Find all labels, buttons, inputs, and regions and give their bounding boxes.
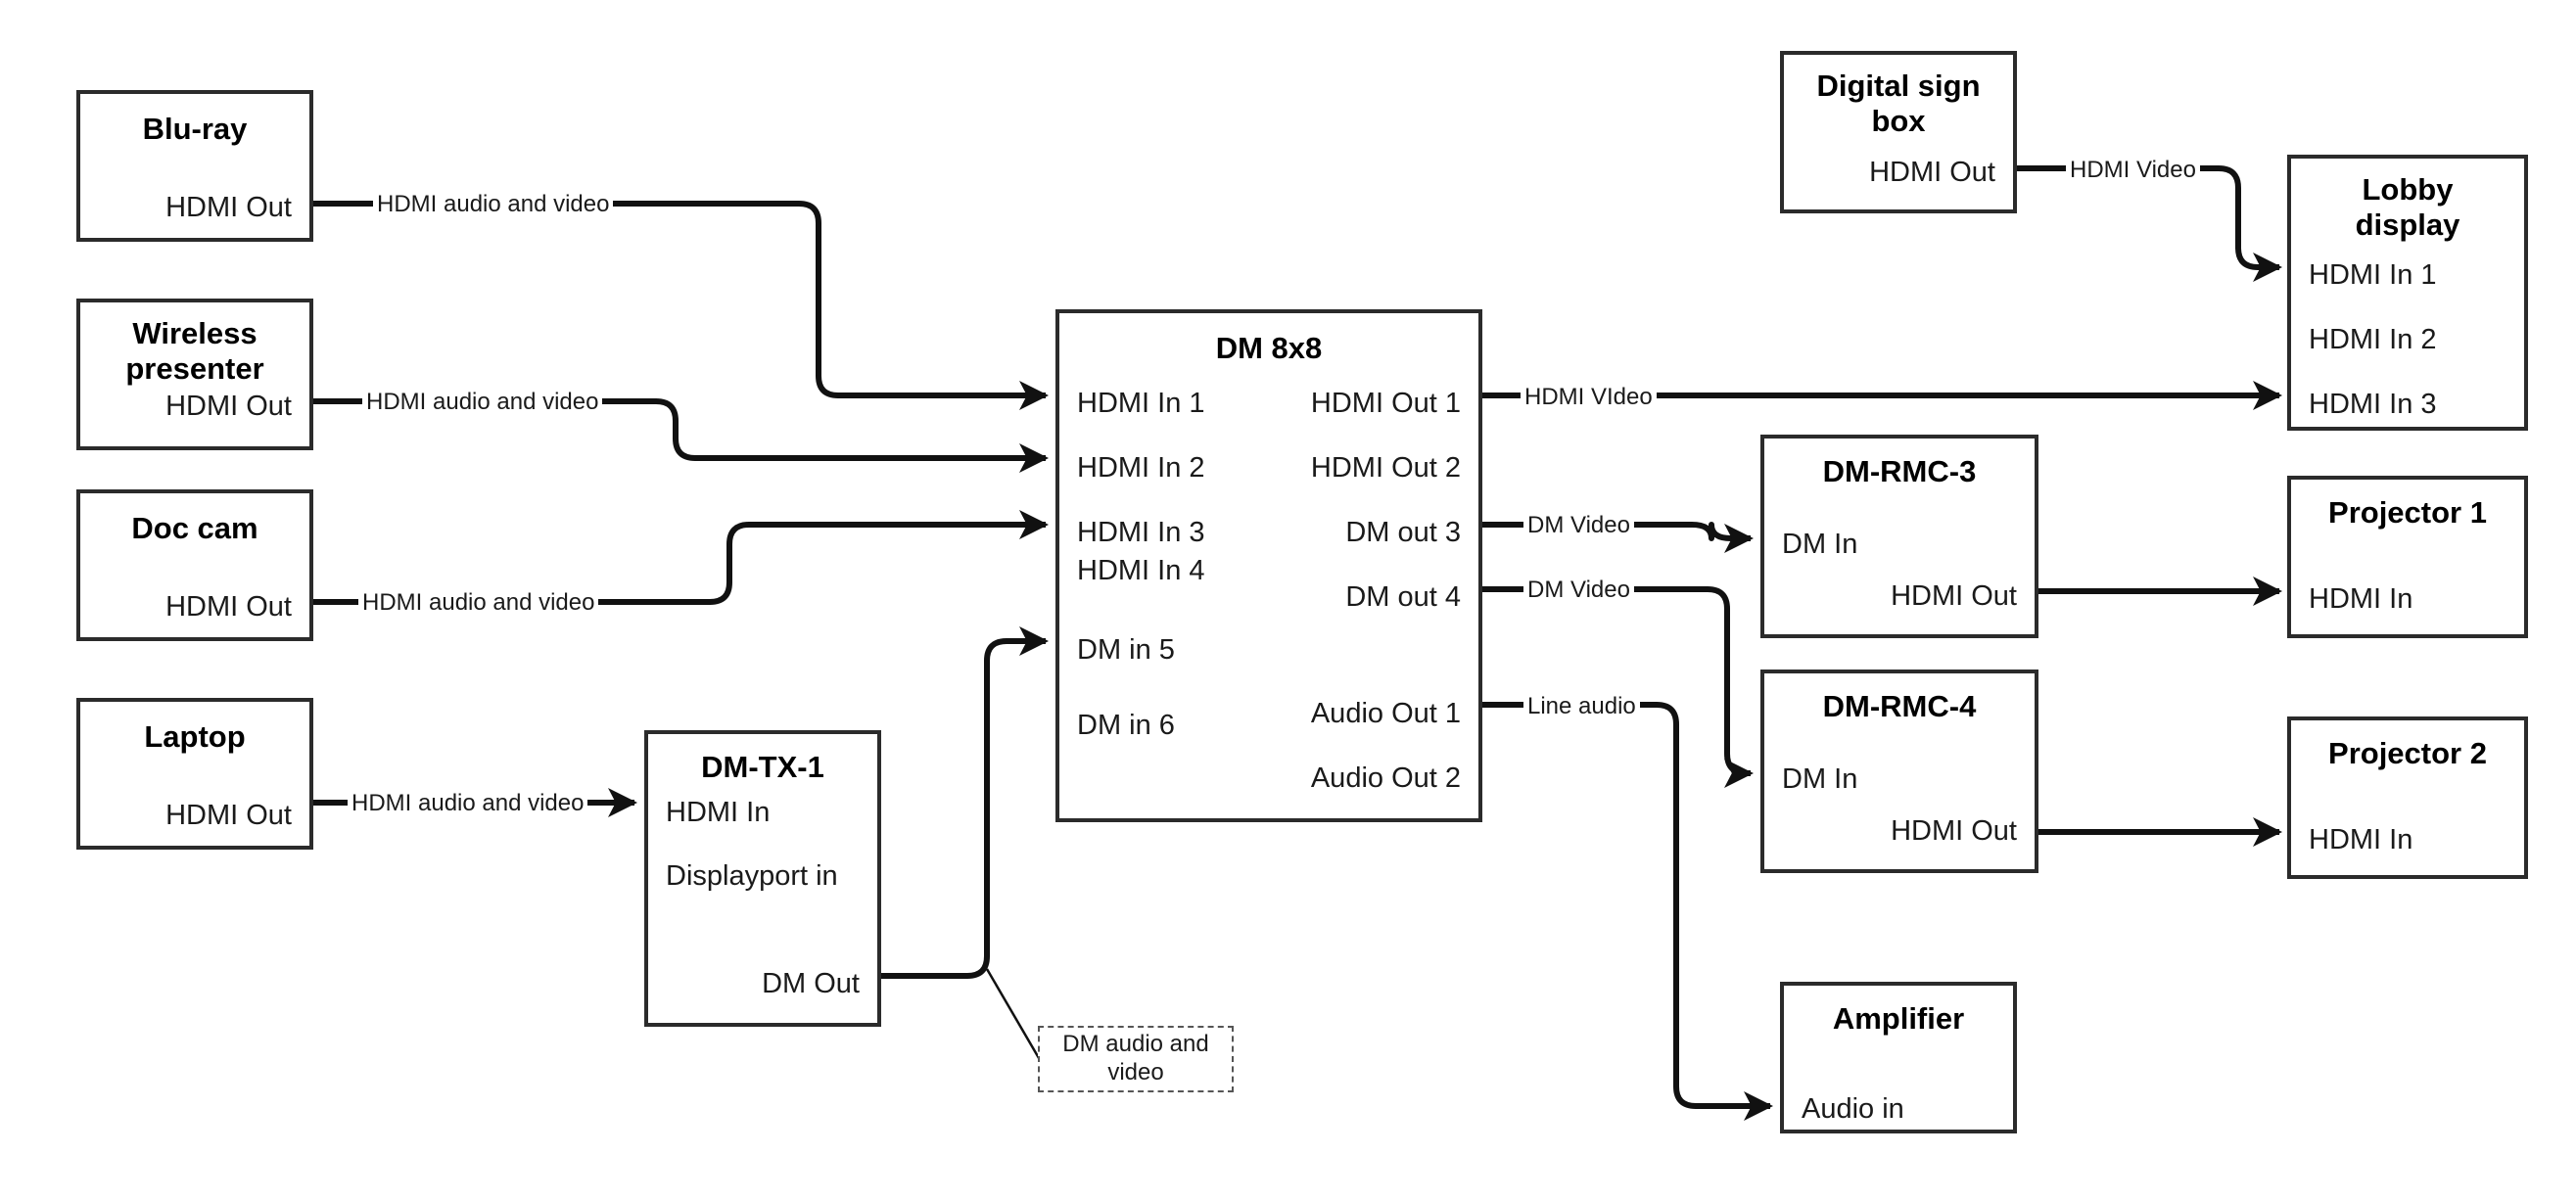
node-dm-8x8-title: DM 8x8 — [1215, 331, 1323, 365]
port-dm8x8-hdmi-in-1[interactable]: HDMI In 1 — [1077, 388, 1205, 419]
port-doccam-hdmi-out[interactable]: HDMI Out — [165, 591, 292, 623]
node-doc-cam[interactable]: Doc cam HDMI Out — [76, 489, 313, 641]
node-amplifier[interactable]: Amplifier Audio in — [1780, 982, 2017, 1133]
port-lobby-hdmi-in-3[interactable]: HDMI In 3 — [2309, 389, 2437, 420]
port-digitalsign-hdmi-out[interactable]: HDMI Out — [1869, 157, 1995, 188]
node-wireless-presenter-title: Wireless presenter — [125, 316, 264, 387]
node-wireless-presenter[interactable]: Wireless presenter HDMI Out — [76, 299, 313, 450]
wire-dm-out4-to-rmc4 — [1480, 586, 1754, 788]
port-bluray-hdmi-out[interactable]: HDMI Out — [165, 192, 292, 223]
leader-line-dm-note — [985, 968, 1048, 1071]
edge-label-wireless-to-dm: HDMI audio and video — [362, 391, 603, 414]
wire-dm-audio1-to-amplifier — [1480, 702, 1773, 1121]
wire-dmtx1-to-dm-in5 — [881, 626, 1049, 979]
node-amplifier-title: Amplifier — [1832, 1001, 1965, 1036]
annotation-dm-audio-and-video: DM audio and video — [1038, 1026, 1234, 1092]
port-dm8x8-hdmi-out-2[interactable]: HDMI Out 2 — [1310, 452, 1461, 484]
node-projector-1-title: Projector 1 — [2328, 495, 2487, 530]
edge-label-dm-out3-to-rmc3: DM Video — [1523, 514, 1634, 537]
node-projector-2[interactable]: Projector 2 HDMI In — [2287, 716, 2528, 879]
port-rmc4-hdmi-out[interactable]: HDMI Out — [1891, 815, 2017, 847]
edge-label-laptop-to-dmtx1: HDMI audio and video — [348, 792, 588, 815]
port-dm8x8-dm-in-5[interactable]: DM in 5 — [1077, 634, 1175, 666]
node-laptop-title: Laptop — [144, 719, 246, 754]
port-lobby-hdmi-in-2[interactable]: HDMI In 2 — [2309, 324, 2437, 355]
node-doc-cam-title: Doc cam — [131, 511, 258, 545]
node-digital-sign-box-title: Digital sign box — [1816, 69, 1981, 139]
node-projector-2-title: Projector 2 — [2328, 736, 2487, 770]
port-dm8x8-dm-out-3[interactable]: DM out 3 — [1345, 517, 1461, 548]
edge-label-sign-to-lobby: HDMI Video — [2066, 159, 2200, 182]
port-dm8x8-dm-in-6[interactable]: DM in 6 — [1077, 710, 1175, 741]
node-laptop[interactable]: Laptop HDMI Out — [76, 698, 313, 850]
port-dm8x8-dm-out-4[interactable]: DM out 4 — [1345, 581, 1461, 613]
port-dm8x8-hdmi-in-2[interactable]: HDMI In 2 — [1077, 452, 1205, 484]
port-dm8x8-hdmi-in-3[interactable]: HDMI In 3 — [1077, 517, 1205, 548]
node-dm-rmc-4-title: DM-RMC-4 — [1822, 689, 1977, 723]
port-dmtx1-displayport-in[interactable]: Displayport in — [666, 860, 838, 892]
node-dm-tx-1-title: DM-TX-1 — [701, 750, 824, 784]
port-dmtx1-hdmi-in[interactable]: HDMI In — [666, 797, 771, 828]
node-dm-tx-1[interactable]: DM-TX-1 HDMI In Displayport in DM Out — [644, 730, 881, 1027]
port-rmc4-dm-in[interactable]: DM In — [1782, 763, 1858, 795]
port-projector1-hdmi-in[interactable]: HDMI In — [2309, 583, 2413, 615]
edge-label-dm-out1-to-lobby: HDMI VIdeo — [1521, 386, 1657, 409]
node-lobby-display[interactable]: Lobby display HDMI In 1 HDMI In 2 HDMI I… — [2287, 155, 2528, 431]
port-wireless-hdmi-out[interactable]: HDMI Out — [165, 391, 292, 422]
node-dm-rmc-3[interactable]: DM-RMC-3 DM In HDMI Out — [1760, 435, 2038, 638]
port-dmtx1-dm-out[interactable]: DM Out — [762, 968, 860, 999]
port-dm8x8-audio-out-2[interactable]: Audio Out 2 — [1310, 762, 1461, 794]
node-bluray[interactable]: Blu-ray HDMI Out — [76, 90, 313, 242]
node-bluray-title: Blu-ray — [142, 112, 248, 146]
node-dm-rmc-3-title: DM-RMC-3 — [1822, 454, 1977, 488]
port-dm8x8-hdmi-in-4[interactable]: HDMI In 4 — [1077, 555, 1205, 586]
edge-label-doccam-to-dm: HDMI audio and video — [358, 591, 599, 615]
wire-sign-to-lobby-in1 — [2017, 165, 2282, 282]
node-lobby-display-title: Lobby display — [2355, 172, 2460, 243]
node-dm-rmc-4[interactable]: DM-RMC-4 DM In HDMI Out — [1760, 670, 2038, 873]
node-digital-sign-box[interactable]: Digital sign box HDMI Out — [1780, 51, 2017, 213]
edge-label-bluray-to-dm: HDMI audio and video — [373, 193, 614, 216]
port-laptop-hdmi-out[interactable]: HDMI Out — [165, 800, 292, 831]
port-lobby-hdmi-in-1[interactable]: HDMI In 1 — [2309, 259, 2437, 291]
port-projector2-hdmi-in[interactable]: HDMI In — [2309, 824, 2413, 855]
port-rmc3-hdmi-out[interactable]: HDMI Out — [1891, 580, 2017, 612]
edge-label-dm-audio1-to-amp: Line audio — [1523, 695, 1640, 718]
port-amplifier-audio-in[interactable]: Audio in — [1802, 1093, 1904, 1125]
node-projector-1[interactable]: Projector 1 HDMI In — [2287, 476, 2528, 638]
wire-bluray-to-dm-in1 — [313, 201, 1049, 410]
port-dm8x8-audio-out-1[interactable]: Audio Out 1 — [1310, 698, 1461, 729]
port-dm8x8-hdmi-out-1[interactable]: HDMI Out 1 — [1310, 388, 1461, 419]
port-rmc3-dm-in[interactable]: DM In — [1782, 529, 1858, 560]
edge-label-dm-out4-to-rmc4: DM Video — [1523, 578, 1634, 602]
node-dm-8x8[interactable]: DM 8x8 HDMI In 1 HDMI In 2 HDMI In 3 HDM… — [1055, 309, 1482, 822]
